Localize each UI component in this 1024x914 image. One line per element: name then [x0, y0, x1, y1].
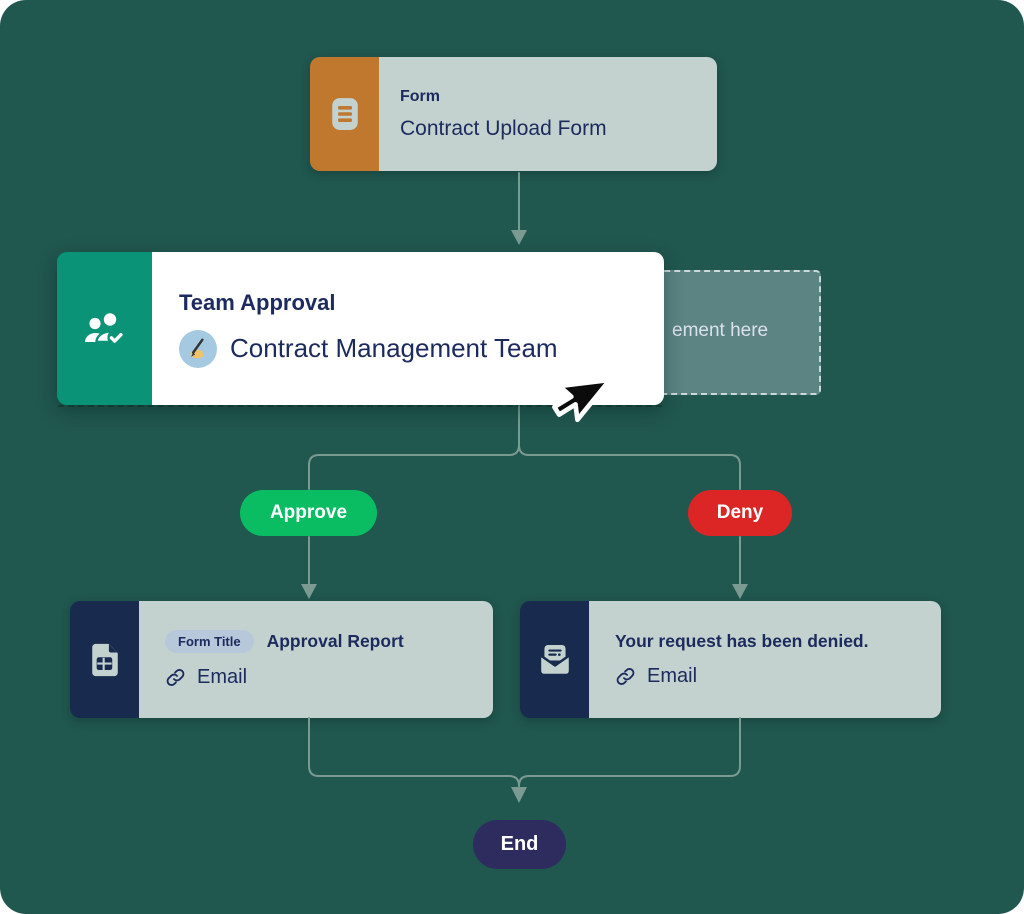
approve-branch-label: Approve: [269, 502, 348, 523]
assignee-avatar: [179, 329, 217, 368]
team-node-accent: [57, 252, 152, 405]
connector-branch-left: [308, 405, 520, 490]
denial-email-node[interactable]: Your request has been denied. Email: [520, 601, 941, 718]
arrowhead-to-denial: [732, 584, 748, 599]
cursor-arrow-icon: [550, 362, 620, 434]
denial-channel-row: Email: [615, 665, 941, 688]
report-node-body: Form Title Approval Report Email: [139, 601, 493, 718]
link-icon: [166, 669, 185, 686]
arrowhead-to-report: [301, 584, 317, 599]
denial-node-title: Your request has been denied.: [615, 631, 869, 651]
approval-report-email-node[interactable]: Form Title Approval Report Email: [70, 601, 493, 718]
report-node-title: Approval Report: [266, 631, 404, 651]
report-channel-row: Email: [165, 666, 493, 689]
denial-node-body: Your request has been denied. Email: [589, 601, 941, 718]
writing-hand-icon: [190, 338, 204, 358]
drop-zone-label: ement here: [672, 320, 769, 341]
assignee-name: Contract Management Team: [230, 333, 558, 363]
form-title-badge: Form Title: [165, 630, 254, 653]
arrowhead-to-end: [511, 787, 527, 803]
arrowhead-to-team: [511, 230, 527, 245]
connector-merge-left: [308, 717, 520, 787]
document-lines-icon: [331, 98, 358, 130]
denial-node-accent: [520, 601, 589, 718]
denial-title-row: Your request has been denied.: [615, 631, 941, 652]
report-title-row: Form Title Approval Report: [165, 630, 493, 653]
form-node-body: Form Contract Upload Form: [379, 57, 717, 171]
deny-branch-label: Deny: [716, 502, 764, 523]
link-icon: [616, 668, 635, 685]
team-approval-node[interactable]: Team Approval Contract Management Team: [57, 252, 664, 405]
form-node[interactable]: Form Contract Upload Form: [310, 57, 717, 171]
form-node-accent: [310, 57, 379, 171]
end-node-label: End: [500, 833, 539, 855]
assignee-row: Contract Management Team: [179, 329, 664, 368]
report-channel-label: Email: [197, 666, 248, 688]
team-node-title: Team Approval: [179, 289, 336, 315]
team-node-body: Team Approval Contract Management Team: [152, 252, 664, 405]
connector-branch-right: [518, 444, 741, 490]
connector-merge-right: [518, 717, 741, 787]
form-document-grid-icon: [91, 643, 118, 676]
team-check-icon: [84, 310, 125, 346]
denial-channel-label: Email: [647, 665, 698, 687]
report-node-accent: [70, 601, 139, 718]
form-node-kind: Form: [400, 87, 440, 105]
approve-branch-pill[interactable]: Approve: [240, 490, 377, 536]
deny-branch-pill[interactable]: Deny: [688, 490, 792, 536]
end-node[interactable]: End: [473, 820, 566, 869]
open-envelope-letter-icon: [538, 644, 571, 676]
form-node-title: Contract Upload Form: [400, 116, 607, 140]
